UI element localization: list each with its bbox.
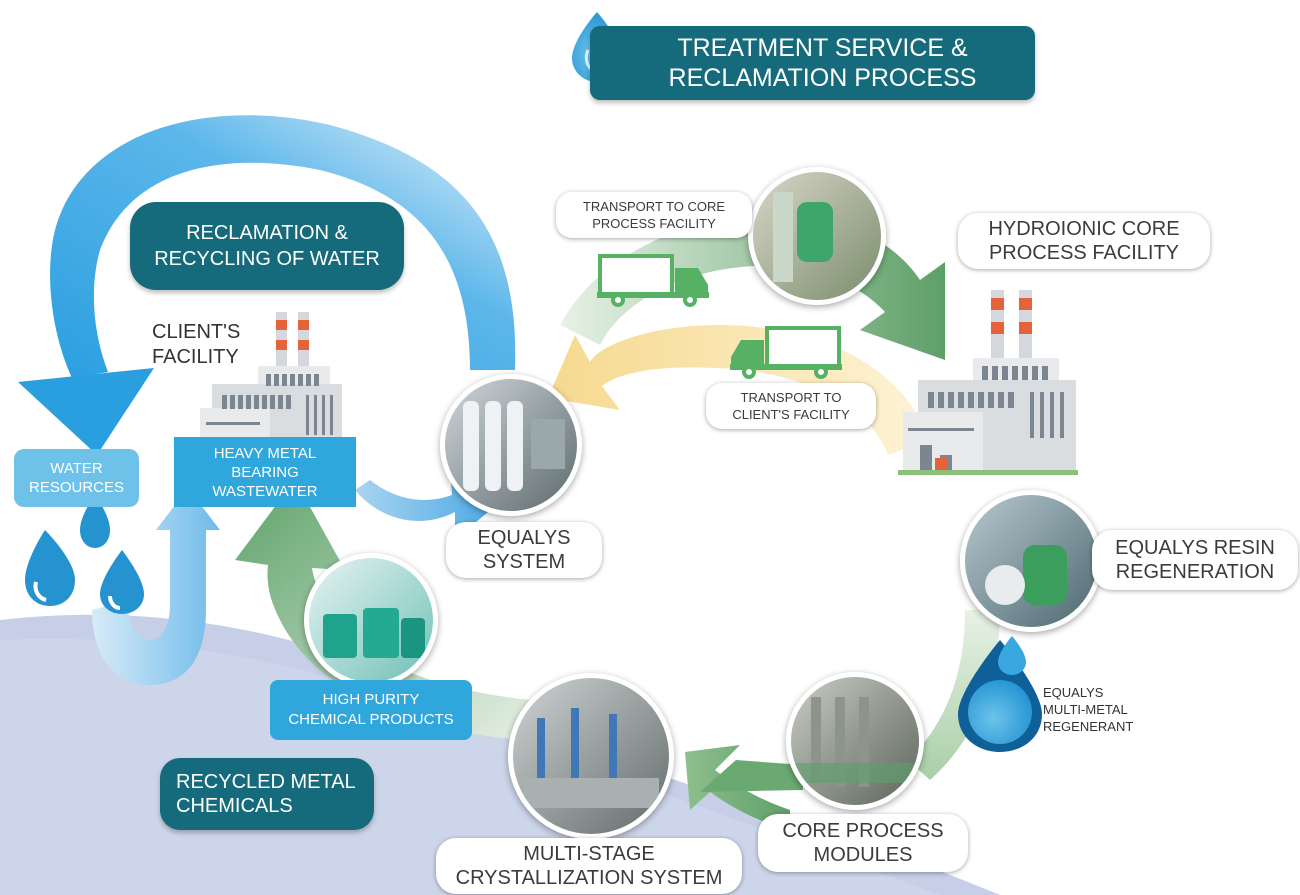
regenerant-drop-icon [958,636,1042,752]
high-purity-chemical-label: HIGH PURITY CHEMICAL PRODUCTS [270,680,472,740]
truck-icon-bottom [730,326,842,379]
core-process-modules-label: CORE PROCESS MODULES [758,814,968,872]
recycled-metal-label: RECYCLED METAL CHEMICALS [160,758,374,830]
hydroionic-facility-building [898,290,1078,475]
reclamation-recycling-label: RECLAMATION & RECYCLING OF WATER [130,202,404,290]
regenerant-label: EQUALYS MULTI-METAL REGENERANT [1043,685,1134,734]
equalys-system-label: EQUALYS SYSTEM [446,522,602,578]
photo-core-process-modules [786,672,924,810]
hydroionic-facility-label: HYDROIONIC CORE PROCESS FACILITY [958,213,1210,269]
transport-to-core-label: TRANSPORT TO CORE PROCESS FACILITY [556,192,752,238]
resin-regeneration-label: EQUALYS RESIN REGENERATION [1092,530,1298,590]
crystallization-system-label: MULTI-STAGE CRYSTALLIZATION SYSTEM [436,838,742,894]
photo-transport-worker [748,167,886,305]
process-title: TREATMENT SERVICE & RECLAMATION PROCESS [590,26,1035,100]
photo-crystallization-system [508,673,674,839]
transport-to-client-label: TRANSPORT TO CLIENT'S FACILITY [706,383,876,429]
photo-equalys-system [440,374,582,516]
photo-resin-regeneration [960,490,1102,632]
heavy-metal-wastewater-label: HEAVY METAL BEARING WASTEWATER [174,437,356,507]
truck-icon-top [597,254,709,307]
photo-chemical-products [304,553,438,687]
client-facility-label: CLIENT'S FACILITY [152,321,241,368]
water-recycle-arrow [50,115,516,378]
water-drops-icon [25,495,144,614]
water-resources-label: WATER RESOURCES [14,449,139,507]
